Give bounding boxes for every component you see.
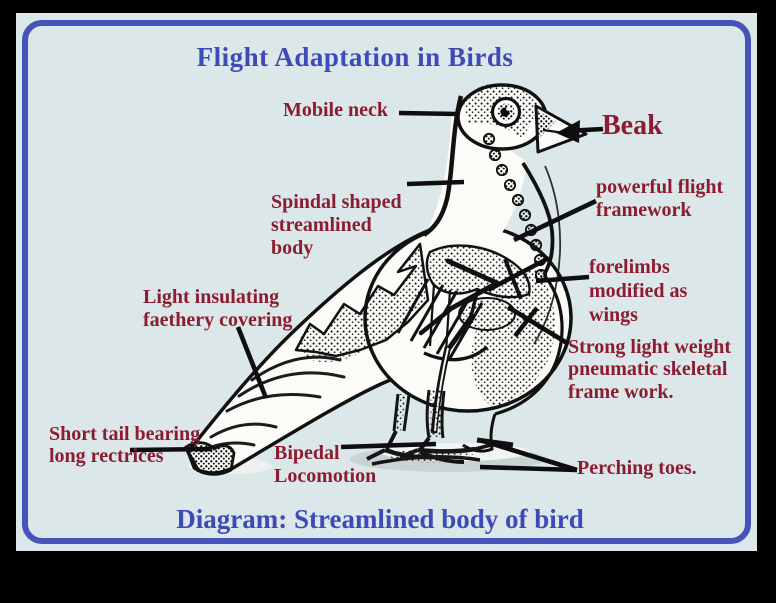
leader-spindal	[406, 179, 465, 187]
label-beak-line: Beak	[602, 110, 663, 141]
label-mobile-neck: Mobile neck	[283, 99, 388, 122]
leader-mobile-neck	[398, 110, 460, 117]
leader-perching-b	[479, 464, 578, 473]
label-line: long rectrices	[49, 445, 164, 467]
label-line: pneumatic skeletal	[568, 358, 728, 381]
label-line: forelimbs	[589, 256, 670, 278]
label-line: Locomotion	[274, 464, 377, 487]
label-bipedal-locomotion: Bipedal Locomotion	[274, 442, 376, 488]
label-line: streamlined	[271, 213, 372, 236]
label-powerful-flight-framework: powerful flight framework	[596, 176, 723, 222]
femur	[447, 313, 475, 350]
wing-feather-arcs	[199, 355, 346, 453]
label-line: Perching toes.	[577, 457, 697, 479]
page-title: Flight Adaptation in Birds	[196, 42, 514, 72]
label-line: framework	[596, 198, 692, 221]
label-spindal-shaped-body: Spindal shaped streamlined body	[271, 191, 402, 259]
label-line: Short tail bearing	[49, 423, 201, 445]
label-mobile-neck-line: Mobile neck	[283, 99, 388, 121]
label-short-tail-rectrices: Short tail bearing long rectrices	[49, 423, 200, 467]
leader-strong-a	[506, 305, 569, 345]
leader-bipedal	[340, 441, 437, 450]
label-line: Spindal shaped	[271, 191, 402, 213]
bird-eye	[490, 96, 522, 128]
label-pneumatic-skeletal-framework: Strong light weight pneumatic skeletal f…	[568, 336, 731, 403]
label-line: wings	[589, 304, 638, 326]
label-line: Strong light weight	[568, 336, 731, 358]
leader-strong-b	[513, 306, 539, 338]
bird-legs-feet	[366, 389, 514, 466]
diagram-border	[22, 20, 751, 544]
diagram-caption: Diagram: Streamlined body of bird	[176, 504, 584, 534]
label-beak: Beak	[602, 110, 663, 142]
keel	[423, 345, 489, 362]
label-line: powerful flight	[596, 176, 724, 198]
label-light-insulating-covering: Light insulating faethery covering	[143, 286, 292, 332]
label-line: faethery covering	[143, 308, 293, 331]
pelvis	[458, 297, 516, 331]
label-forelimbs-wings: forelimbs modified as wings	[589, 255, 687, 327]
label-line: frame work.	[568, 380, 674, 403]
neck-vertebrae	[482, 132, 548, 282]
leader-powerful	[513, 198, 597, 243]
bird-head	[456, 83, 588, 154]
feather-fringe	[294, 242, 430, 358]
wing-texture	[300, 336, 366, 363]
leader-short-tail	[129, 446, 213, 453]
shoulder-girdle	[425, 244, 531, 299]
label-line: modified as	[589, 280, 688, 302]
leader-forelimbs-a	[535, 274, 590, 284]
leader-lines	[129, 110, 604, 473]
leader-forelimbs-b	[486, 255, 551, 293]
bird-skeleton	[396, 132, 548, 434]
label-line: Bipedal	[274, 442, 340, 464]
leader-perching-a	[482, 438, 578, 473]
label-line: body	[271, 236, 314, 259]
label-perching-toes: Perching toes.	[577, 457, 697, 480]
leader-beak-arrowhead	[556, 120, 580, 143]
leader-light-insulating	[235, 326, 269, 399]
label-line: Light insulating	[143, 286, 280, 308]
